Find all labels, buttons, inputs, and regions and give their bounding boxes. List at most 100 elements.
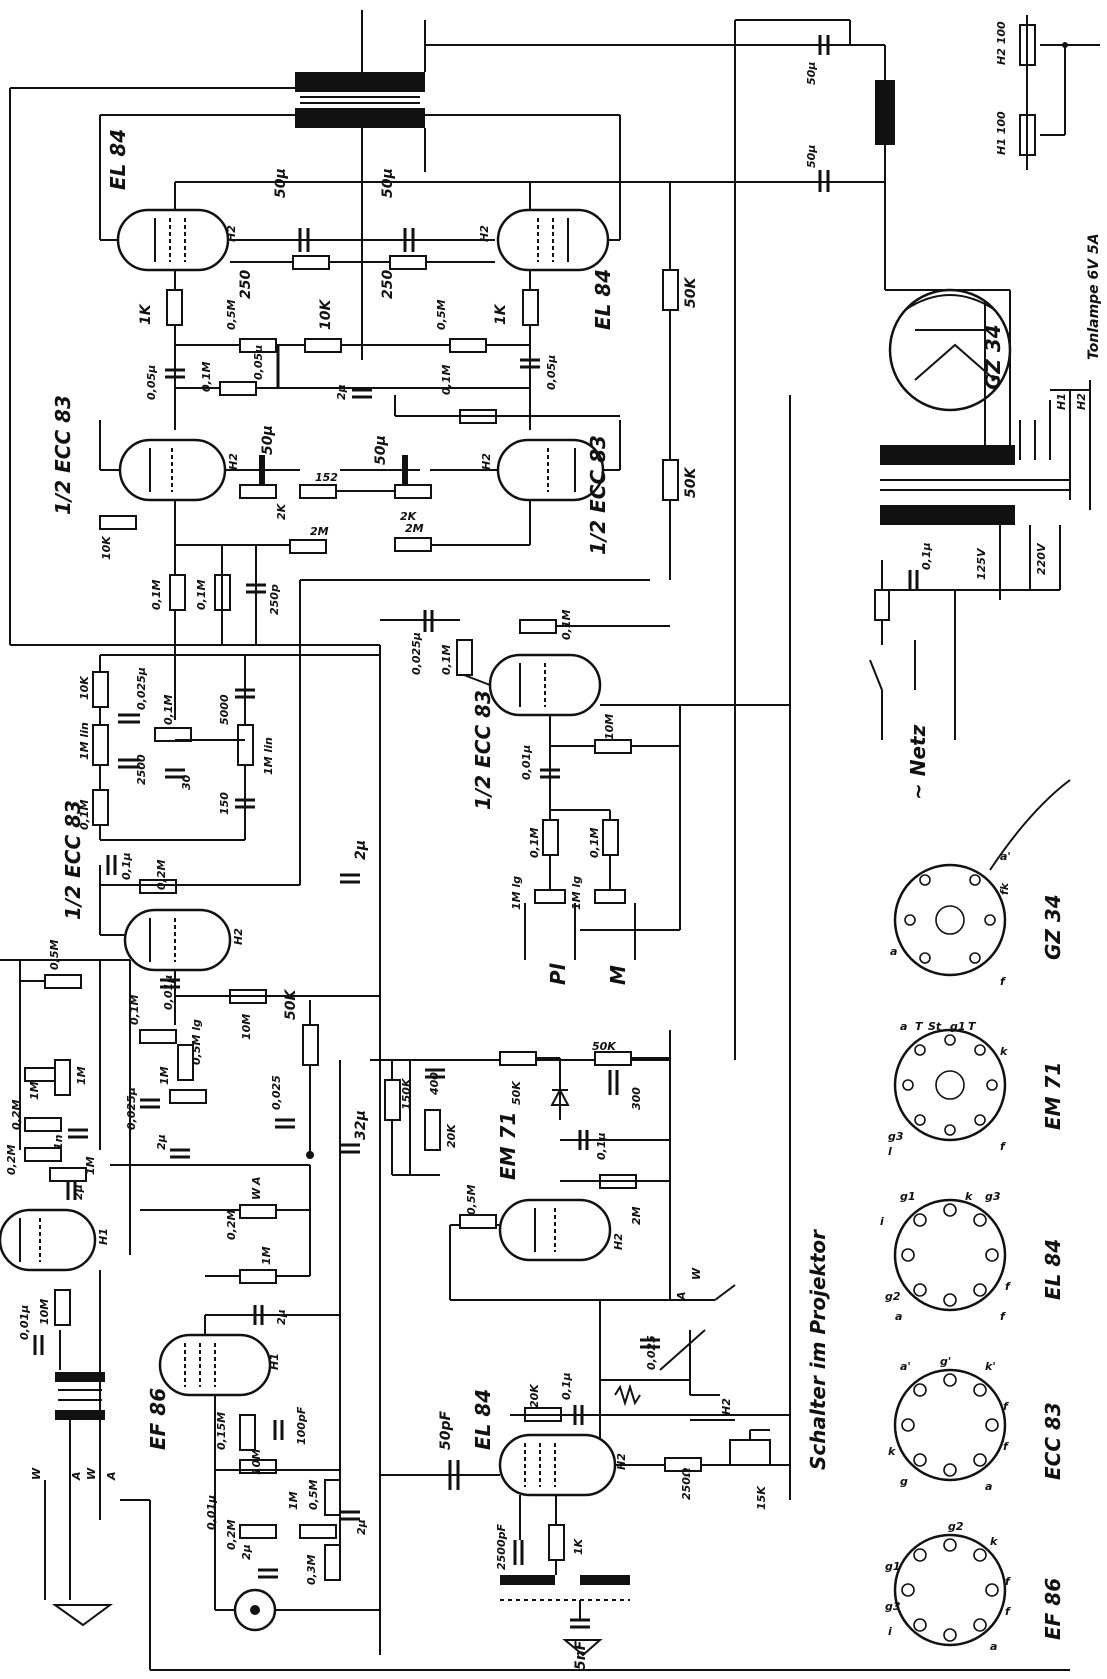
comp-label: 2µ [240, 1544, 253, 1560]
pin-label: k [965, 1190, 973, 1203]
pinout-label-el84: EL 84 [1041, 1239, 1065, 1300]
comp-label: 10M [240, 1014, 253, 1040]
pin-label: g' [940, 1355, 951, 1368]
el84-label-bottom: EL 84 [471, 1389, 495, 1450]
comp-label: 150K [400, 1077, 413, 1110]
switch-a-label: A [70, 1471, 83, 1481]
comp-label: 250 [238, 270, 254, 299]
pinout-ef86 [893, 1533, 1007, 1647]
pin-label: g1 [885, 1560, 901, 1573]
comp-label: 10M [250, 1449, 263, 1475]
pin-label: g2 [948, 1520, 964, 1533]
pinout-label-em71: EM 71 [1041, 1062, 1065, 1130]
comp-label: H2 100 [995, 21, 1008, 65]
comp-label: 0,1M [162, 695, 175, 725]
pin-label: f [1003, 1440, 1009, 1453]
ecc83-label-left: 1/2 ECC 83 [51, 395, 75, 515]
comp-label: 0,2M [5, 1145, 18, 1175]
el84-tube-top-right [496, 182, 610, 295]
heater-mark: H2 [227, 453, 240, 470]
comp-label: 0,01µ [205, 1495, 218, 1530]
comp-label: 50µ [273, 168, 289, 198]
comp-label: 10M [603, 714, 616, 740]
pinout-label-gz34: GZ 34 [1041, 894, 1065, 960]
comp-label: 0,025µ [135, 667, 148, 710]
comp-label: 50K [683, 277, 699, 308]
pin-label: l [888, 1145, 892, 1158]
comp-label: 0,05µ [252, 345, 265, 380]
ef86-tube [158, 1315, 380, 1632]
heater-mark: H2 [232, 928, 245, 945]
comp-label: 250Ω [680, 1468, 693, 1500]
pin-label: f [1005, 1575, 1011, 1588]
comp-label: 1M [28, 1081, 41, 1100]
pin-label: g3 [885, 1600, 901, 1613]
comp-label: 0,15M [215, 1412, 228, 1450]
comp-label: 2M [405, 522, 424, 535]
comp-label: 2M [310, 525, 329, 538]
comp-label: 0,1µ [920, 542, 933, 570]
pin-label: i [888, 1625, 892, 1638]
pin-label: g3 [985, 1190, 1001, 1203]
comp-label: 1M lin [78, 722, 91, 760]
comp-label: 0,025 [270, 1075, 283, 1110]
el84-tube-bottom [380, 1405, 791, 1657]
comp-label: 0,1M [440, 645, 453, 675]
switch-w-label: W [250, 1187, 263, 1200]
comp-label: 2500 [135, 754, 148, 785]
pin-label: a [895, 1310, 902, 1323]
pin-label: f [1000, 1140, 1006, 1153]
tone-control-network [92, 579, 650, 935]
ecc83-tube-tone [379, 610, 790, 1655]
mic-input-label: M [606, 965, 630, 985]
comp-label: 50K [283, 989, 299, 1020]
comp-label: 0,2M [225, 1210, 238, 1240]
heater-h2-label: H2 [1075, 393, 1088, 410]
pin-label: a' [1000, 850, 1011, 863]
switch-w-label: W [85, 1467, 98, 1480]
pin-label: k [990, 1535, 998, 1548]
heater-mark: H2 [480, 453, 493, 470]
el84-label-top-right: EL 84 [591, 269, 615, 330]
comp-label: 0,5M [465, 1185, 478, 1215]
comp-label: 0,025 [645, 1335, 658, 1370]
comp-label: 0,05µ [145, 365, 158, 400]
output-stage-components [100, 182, 679, 580]
pin-label: k [1000, 1045, 1008, 1058]
heater-mark: H2 [478, 225, 491, 242]
comp-label: 1M [75, 1066, 88, 1085]
comp-label: 20K [445, 1123, 458, 1148]
comp-label: 0,5M [307, 1480, 320, 1510]
comp-label: 220V [1035, 542, 1048, 575]
pin-label: f [1005, 1605, 1011, 1618]
comp-label: 2µ [335, 384, 348, 400]
ecc83-label-right: 1/2 ECC 83 [586, 435, 610, 555]
comp-label: 0,1M [78, 800, 91, 830]
comp-label: 0,2M [225, 1520, 238, 1550]
pin-label: fk [998, 882, 1011, 895]
heater-mark: H2 [615, 1453, 628, 1470]
comp-label: 32µ [353, 1110, 369, 1140]
comp-label: 20K [528, 1383, 541, 1408]
pinout-label-ecc83: ECC 83 [1041, 1402, 1065, 1480]
pin-label: a [890, 945, 897, 958]
input-transformer [33, 1270, 1070, 1671]
heater-mark: H1 [268, 1353, 281, 1370]
lamp-potentiometers [1019, 15, 1100, 170]
ecc83-stage-components [99, 455, 531, 720]
pin-label: g2 [885, 1290, 901, 1303]
pin-label: g [900, 1475, 908, 1488]
pin-label: i [880, 1215, 884, 1228]
comp-label: 150 [218, 792, 231, 815]
comp-label: 0,1M [440, 365, 453, 395]
comp-label: 0,5M [435, 300, 448, 330]
pin-label: g1 [950, 1020, 966, 1033]
comp-label: 50µ [380, 168, 396, 198]
comp-label: 1n [52, 1134, 65, 1150]
heater-mark: H1 [97, 1228, 110, 1245]
output-transformer [295, 10, 426, 182]
comp-label: 0,01µ [162, 975, 175, 1010]
comp-label: 50K [592, 1040, 617, 1053]
comp-label: 2µ [353, 840, 369, 860]
